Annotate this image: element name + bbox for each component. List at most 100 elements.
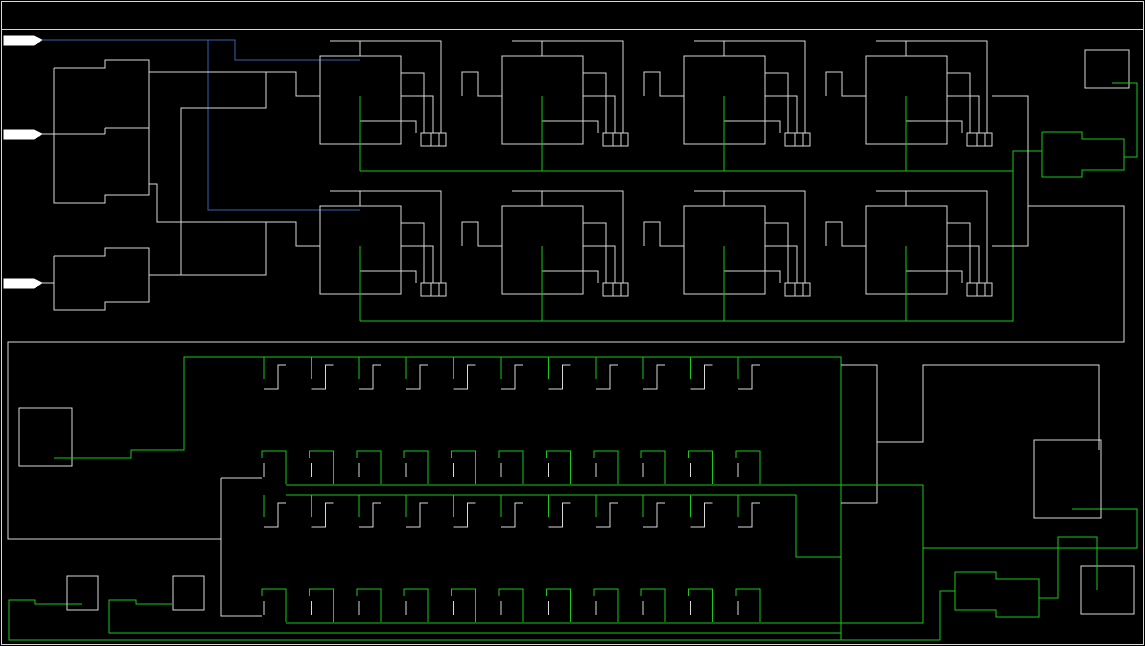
bit-cell[interactable] <box>453 357 476 390</box>
bit-wire <box>453 364 476 390</box>
bit-cell[interactable] <box>642 495 666 528</box>
register-cell <box>501 40 684 171</box>
bit-cell[interactable] <box>310 357 334 390</box>
bit-cell[interactable] <box>737 357 760 390</box>
bit-cell[interactable] <box>640 450 666 484</box>
bit-loop-line <box>308 588 334 622</box>
register-top-wire <box>330 40 442 133</box>
register-top-wire <box>876 40 988 133</box>
register-mid-wire <box>947 245 980 283</box>
bit-wire <box>548 502 571 528</box>
register-low-wire <box>360 120 417 133</box>
bit-cell[interactable] <box>688 450 714 484</box>
bit-cell[interactable] <box>261 450 287 484</box>
bit-cell[interactable] <box>593 450 619 484</box>
bit-loop-line <box>261 588 287 622</box>
register-top-wire <box>330 190 442 283</box>
bit-loop-line <box>356 588 382 622</box>
bit-wire <box>358 502 381 528</box>
bit-array <box>261 357 761 622</box>
register-link-wire <box>461 221 502 247</box>
bit-cell[interactable] <box>263 495 286 528</box>
bit-cell[interactable] <box>547 357 571 390</box>
bit-loop-line <box>640 450 666 484</box>
bit-cell[interactable] <box>451 588 477 622</box>
bit-wire <box>738 364 760 390</box>
register-latch[interactable] <box>966 282 993 297</box>
register-latch[interactable] <box>602 132 629 147</box>
bit-cell[interactable] <box>545 588 571 622</box>
output-box-mid <box>1033 439 1102 519</box>
register-latch[interactable] <box>784 282 811 297</box>
bit-wire <box>501 364 523 390</box>
bit-cell[interactable] <box>358 357 381 390</box>
bit-cell[interactable] <box>737 495 760 528</box>
input-pins <box>3 35 44 289</box>
register-right-wire <box>765 72 789 133</box>
bit-cell[interactable] <box>498 450 524 484</box>
bit-cell[interactable] <box>690 357 713 390</box>
register-latch[interactable] <box>602 282 629 297</box>
bit-loop-line <box>403 450 429 484</box>
bit-cell[interactable] <box>545 450 571 484</box>
bit-cell[interactable] <box>595 357 618 390</box>
bit-cell[interactable] <box>690 495 713 528</box>
bit-cell[interactable] <box>261 588 287 622</box>
bit-wire <box>264 502 286 528</box>
input-pin-2[interactable] <box>3 129 44 140</box>
bit-wire <box>311 364 334 390</box>
bit-loop-line <box>451 588 477 622</box>
lower-wiring <box>8 356 1138 641</box>
bit-cell[interactable] <box>500 495 523 528</box>
bit-wire <box>264 364 286 390</box>
register-latch[interactable] <box>966 132 993 147</box>
register-right-wire <box>947 72 971 133</box>
register-mid-wire <box>583 245 616 283</box>
bit-cell[interactable] <box>308 588 334 622</box>
bit-wire <box>595 502 618 528</box>
bit-cell[interactable] <box>735 588 761 622</box>
bit-cell[interactable] <box>453 495 476 528</box>
bit-cell[interactable] <box>356 450 382 484</box>
bit-cell[interactable] <box>403 450 429 484</box>
bit-wire <box>406 364 429 390</box>
bit-cell[interactable] <box>358 495 381 528</box>
bit-cell[interactable] <box>356 588 382 622</box>
bit-cell[interactable] <box>500 357 523 390</box>
register-top-wire <box>694 40 806 133</box>
register-link-wire <box>643 221 684 247</box>
bit-cell[interactable] <box>640 588 666 622</box>
register-low-wire <box>360 270 417 283</box>
bit-loop-line <box>356 450 382 484</box>
bit-cell[interactable] <box>547 495 571 528</box>
bit-cell[interactable] <box>735 450 761 484</box>
bit-cell[interactable] <box>405 495 429 528</box>
register-select-bus <box>7 95 1125 540</box>
input-pin-1[interactable] <box>3 35 44 46</box>
register-cell <box>319 190 502 321</box>
register-array <box>319 40 993 321</box>
bit-cell[interactable] <box>308 450 334 484</box>
register-latch[interactable] <box>420 132 447 147</box>
input-pin-3[interactable] <box>3 278 44 289</box>
bit-cell[interactable] <box>310 495 334 528</box>
register-cell <box>683 190 866 321</box>
bit-cell[interactable] <box>593 588 619 622</box>
register-latch[interactable] <box>784 132 811 147</box>
bit-cell[interactable] <box>451 450 477 484</box>
register-low-wire <box>724 120 781 133</box>
register-mid-wire <box>765 245 798 283</box>
register-right-wire <box>947 222 971 283</box>
bit-cell[interactable] <box>642 357 666 390</box>
bit-cell[interactable] <box>405 357 429 390</box>
bit-cell[interactable] <box>263 357 286 390</box>
bit-loop-line <box>735 450 761 484</box>
register-cell <box>501 190 684 321</box>
register-latch[interactable] <box>420 282 447 297</box>
bit-cell[interactable] <box>688 588 714 622</box>
bit-cell[interactable] <box>498 588 524 622</box>
bit-cell[interactable] <box>403 588 429 622</box>
register-top-wire <box>512 190 624 283</box>
register-top-wire <box>876 190 988 283</box>
bit-cell[interactable] <box>595 495 618 528</box>
